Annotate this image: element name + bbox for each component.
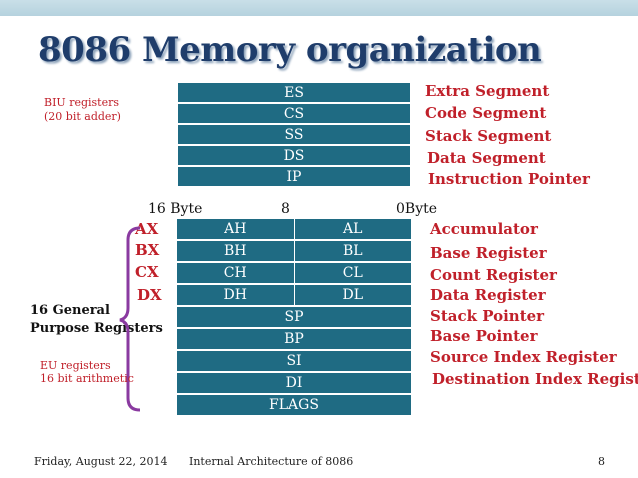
register-cs-name: CS bbox=[283, 105, 305, 122]
register-di: DI bbox=[176, 372, 412, 394]
desc-base-register: Base Register bbox=[430, 244, 547, 262]
register-bl: BL bbox=[342, 243, 363, 259]
register-dx: DH DL bbox=[176, 284, 412, 306]
register-sp: SP bbox=[176, 306, 412, 328]
pair-dx: DX bbox=[137, 286, 162, 304]
desc-instruction-pointer: Instruction Pointer bbox=[428, 170, 590, 188]
scale-8: 8 bbox=[281, 201, 290, 217]
register-di-name: DI bbox=[285, 375, 303, 391]
register-ds-name: DS bbox=[283, 147, 305, 164]
eu-label-line1: EU registers bbox=[40, 359, 111, 372]
register-ah: AH bbox=[224, 221, 247, 237]
biu-label-line1: BIU registers bbox=[44, 96, 120, 109]
desc-stack-pointer: Stack Pointer bbox=[430, 307, 545, 325]
register-ss-name: SS bbox=[284, 126, 304, 143]
register-bp: BP bbox=[176, 328, 412, 350]
desc-destination-index: Destination Index Register bbox=[432, 370, 638, 388]
pair-cx: CX bbox=[135, 263, 159, 281]
register-ip: IP bbox=[177, 166, 411, 187]
footer-date: Friday, August 22, 2014 bbox=[34, 455, 168, 468]
register-ax: AH AL bbox=[176, 218, 412, 240]
pair-bx: BX bbox=[135, 241, 160, 259]
scale-0-byte: 0Byte bbox=[396, 201, 438, 217]
register-si: SI bbox=[176, 350, 412, 372]
slide-title: 8086 Memory organization bbox=[38, 30, 542, 70]
register-cl: CL bbox=[342, 265, 363, 281]
footer-page-number: 8 bbox=[598, 455, 605, 468]
register-es-name: ES bbox=[284, 84, 304, 101]
register-cx: CH CL bbox=[176, 262, 412, 284]
register-flags-name: FLAGS bbox=[269, 397, 319, 413]
desc-stack-segment: Stack Segment bbox=[425, 127, 552, 145]
register-ss: SS bbox=[177, 124, 411, 145]
register-al: AL bbox=[343, 221, 363, 237]
register-bh: BH bbox=[224, 243, 247, 259]
desc-data-segment: Data Segment bbox=[427, 149, 546, 167]
register-bp-name: BP bbox=[284, 331, 304, 347]
desc-data-register: Data Register bbox=[430, 286, 546, 304]
register-dl: DL bbox=[342, 287, 364, 303]
register-bx: BH BL bbox=[176, 240, 412, 262]
register-ch: CH bbox=[223, 265, 247, 281]
scale-16-byte: 16 Byte bbox=[148, 201, 203, 217]
general-purpose-label-line2: Purpose Registers bbox=[30, 321, 163, 336]
register-es: ES bbox=[177, 82, 411, 103]
desc-source-index: Source Index Register bbox=[430, 348, 617, 366]
desc-base-pointer: Base Pointer bbox=[430, 327, 538, 345]
register-sp-name: SP bbox=[284, 309, 304, 325]
biu-label-line2: (20 bit adder) bbox=[44, 110, 121, 123]
desc-extra-segment: Extra Segment bbox=[425, 82, 550, 100]
register-ip-name: IP bbox=[286, 168, 302, 185]
footer-topic: Internal Architecture of 8086 bbox=[189, 455, 354, 468]
desc-count-register: Count Register bbox=[430, 266, 557, 284]
desc-accumulator: Accumulator bbox=[430, 220, 538, 238]
curly-brace-icon bbox=[119, 226, 141, 412]
register-si-name: SI bbox=[286, 353, 302, 369]
top-banner bbox=[0, 0, 638, 16]
general-purpose-label-line1: 16 General bbox=[30, 303, 110, 318]
register-flags: FLAGS bbox=[176, 394, 412, 416]
desc-code-segment: Code Segment bbox=[425, 104, 547, 122]
eu-label-line2: 16 bit arithmetic bbox=[40, 372, 134, 385]
register-dh: DH bbox=[223, 287, 247, 303]
register-cs: CS bbox=[177, 103, 411, 124]
pair-ax: AX bbox=[135, 220, 159, 238]
register-ds: DS bbox=[177, 145, 411, 166]
